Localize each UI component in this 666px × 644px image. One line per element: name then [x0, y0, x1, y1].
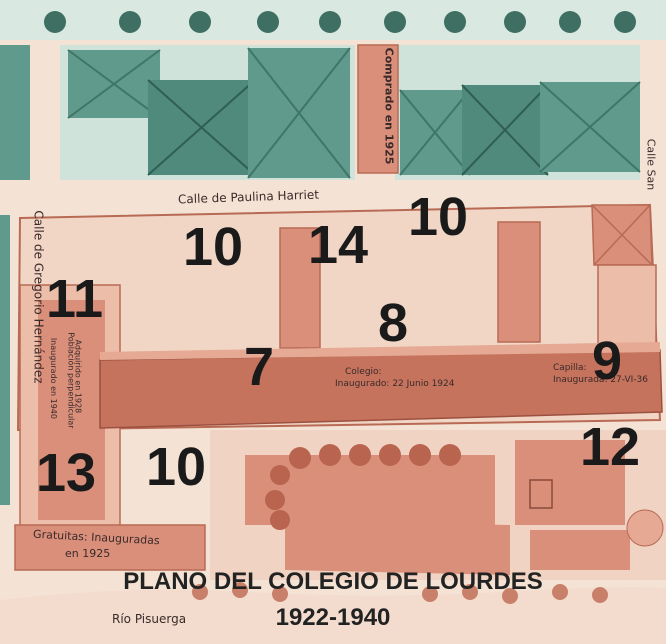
street-gregorio-hernandez: Calle de Gregorio Hernández: [31, 210, 46, 384]
river-trees: [192, 582, 608, 604]
map-years: 1922-1940: [275, 604, 391, 631]
street-san: Calle San: [644, 138, 658, 191]
tree-row: [44, 11, 636, 33]
comprado-building: [357, 44, 399, 174]
area-number-7: 7: [244, 337, 275, 397]
colegio-date: Inaugurado: 22 Junio 1924: [335, 379, 455, 389]
green-buildings: [0, 45, 641, 505]
capilla-label: Capilla:: [553, 363, 587, 373]
adquirido-label-2: Población perpendicular: [66, 332, 76, 429]
main-compound: [16, 203, 663, 536]
adquirido-label-3: Inaugurado en 1940: [48, 337, 58, 419]
area-number-13: 13: [36, 443, 97, 503]
gratuitas-year: en 1925: [65, 547, 111, 560]
river-bank: [0, 587, 666, 644]
area-number-9: 9: [592, 331, 623, 391]
area-number-11: 11: [46, 269, 104, 329]
gratuitas-building: [14, 524, 206, 571]
garden: [210, 430, 666, 580]
comprado-label: Comprado en 1925: [382, 47, 396, 165]
colegio-label: Colegio:: [345, 367, 382, 377]
area-number-14: 14: [308, 215, 369, 275]
area-number-8: 8: [378, 293, 409, 353]
area-number-10-bottom: 10: [146, 437, 207, 497]
area-number-10-top-right: 10: [408, 187, 469, 247]
river-pisuerga: Río Pisuerga: [112, 612, 187, 626]
area-number-10-top-left: 10: [183, 217, 244, 277]
area-number-12: 12: [580, 417, 641, 477]
map-title: PLANO DEL COLEGIO DE LOURDES: [123, 568, 543, 595]
capilla-date: Inaugurada: 27-VI-36: [553, 375, 649, 385]
